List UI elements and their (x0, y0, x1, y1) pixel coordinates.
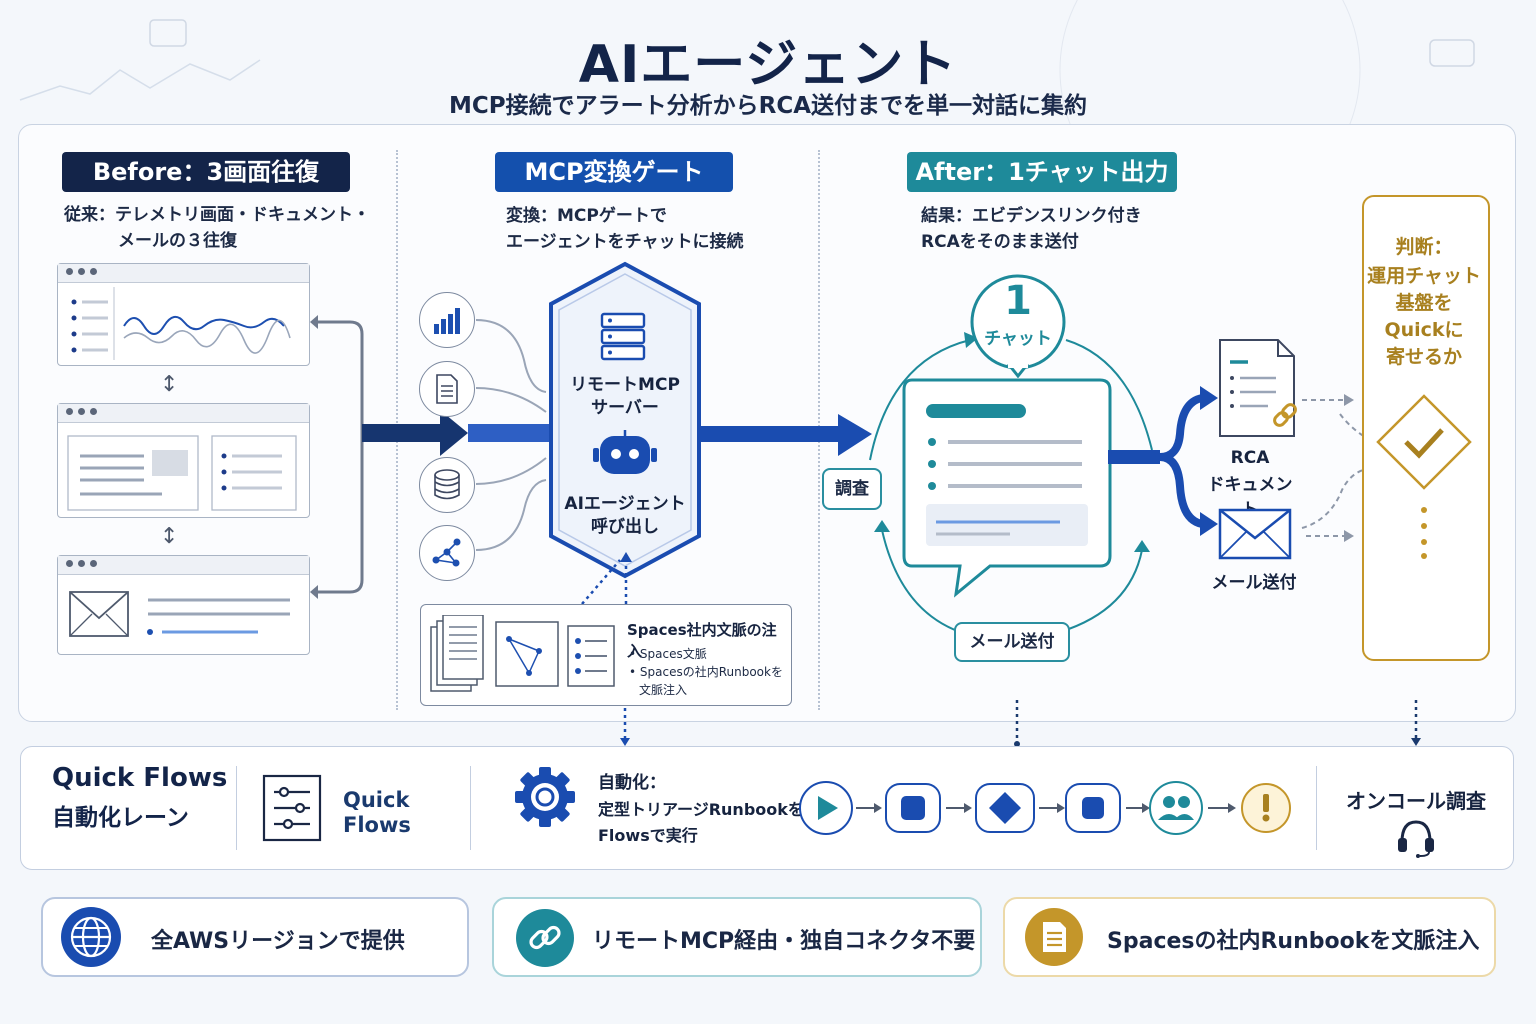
document-icon (1025, 908, 1083, 966)
chat-window (902, 378, 1112, 598)
judgement-line2: 運用チャット (1367, 265, 1481, 287)
chat-count-label: チャット (984, 329, 1052, 349)
server-label-line2: サーバー (591, 398, 659, 418)
judgement-line1: 判断： (1395, 236, 1453, 258)
mail-send-cycle-label: メール送付 (954, 622, 1070, 662)
rca-document-icon (1219, 339, 1297, 437)
quick-flows-label-line1: Quick (343, 788, 410, 812)
headset-icon (1398, 820, 1434, 858)
globe-icon (61, 907, 121, 967)
before-badge: Before：3画面往復 (62, 152, 350, 192)
agent-label-line2: 呼び出し (591, 517, 659, 537)
up-down-arrow-icon: ↕ (160, 372, 179, 397)
automation-line1: 自動化： (598, 773, 666, 793)
database-icon (434, 469, 460, 500)
gate-description-line2: エージェントをチャットに接続 (506, 232, 744, 252)
document-icon (436, 374, 458, 404)
lane-connectors (620, 700, 1421, 747)
after-description-line1: 結果：エビデンスリンク付き (921, 206, 1142, 226)
lane-title-line1: Quick Flows (52, 763, 228, 793)
automation-line3: Flowsで実行 (598, 826, 698, 845)
spaces-item-3: 文脈注入 (639, 683, 688, 697)
feature-card-runbook: Spacesの社内Runbookを文脈注入 (1003, 897, 1496, 977)
feature-card-regions: 全AWSリージョンで提供 (41, 897, 469, 977)
after-description-line2: RCAをそのまま送付 (921, 232, 1079, 252)
page-title: AIエージェント (578, 35, 958, 95)
mail-send-label: メール送付 (1211, 573, 1297, 593)
lane-divider (1316, 766, 1317, 850)
gate-description-line1: 変換：MCPゲートで (506, 206, 667, 226)
agent-label-line1: AIエージェント (564, 494, 686, 514)
investigate-label: 調査 (822, 468, 882, 510)
server-icon (600, 312, 646, 361)
chat-cycle-arcs (869, 332, 1153, 633)
line-chart-icon (71, 287, 291, 360)
list-icon (567, 625, 615, 687)
sliders-icon (262, 774, 322, 842)
context-injection-arrow (581, 552, 632, 605)
spaces-title: Spaces社内文脈の注入 (627, 621, 777, 660)
link-icon (516, 909, 574, 967)
envelope-icon (69, 591, 290, 637)
source-bar-chart (419, 292, 475, 348)
feature-card-mcp: リモートMCP経由・独自コネクタ不要 (492, 897, 982, 977)
mail-window (57, 555, 310, 655)
automation-line2: 定型トリアージRunbookを (598, 800, 804, 819)
telemetry-window (57, 263, 310, 366)
page-subtitle: MCP接続でアラート分析からRCA送付までを単一対話に集約 (448, 93, 1087, 119)
graph-icon (495, 621, 559, 687)
spaces-item-2: • Spacesの社内Runbookを (629, 665, 783, 679)
source-network (419, 525, 475, 581)
feature-label-runbook: Spacesの社内Runbookを文脈注入 (1107, 929, 1480, 954)
document-window (57, 403, 310, 518)
source-connectors (475, 319, 547, 551)
source-database (419, 457, 475, 513)
document-icon (67, 435, 297, 511)
quick-flows-label-line2: Flows (343, 813, 411, 837)
robot-icon (593, 430, 657, 474)
play-icon (818, 796, 838, 820)
flow-steps (799, 781, 1291, 835)
judgement-line4: Quickに (1384, 319, 1464, 341)
gate-to-chat-arrow (700, 414, 872, 456)
gear-icon (515, 767, 575, 827)
feature-label-regions: 全AWSリージョンで提供 (151, 929, 405, 954)
background-decoration (19, 0, 1475, 124)
judgement-line3: 基盤を (1395, 292, 1453, 314)
lane-divider (470, 766, 471, 850)
mail-send-envelope-icon (1218, 508, 1292, 560)
bar-chart-icon (434, 308, 460, 334)
chat-output-split-arrow (1108, 386, 1218, 536)
chat-count-bubble (970, 274, 1066, 378)
source-document (419, 361, 475, 417)
checkmark-diamond-icon (1376, 394, 1472, 559)
feature-label-mcp: リモートMCP経由・独自コネクタ不要 (592, 929, 976, 954)
before-to-gate-connector (310, 315, 550, 599)
spaces-item-1: • Spaces文脈 (629, 647, 707, 661)
chat-count-number: 1 (1004, 278, 1032, 324)
up-down-arrow-icon: ↕ (160, 524, 179, 549)
documents-stack-icon (430, 615, 484, 692)
rca-label-line1: RCA (1230, 448, 1270, 468)
judgement-line5: 寄せるか (1385, 346, 1462, 368)
oncall-label: オンコール調査 (1346, 789, 1486, 813)
server-label-line1: リモートMCP (570, 375, 680, 395)
spaces-context-box: Spaces社内文脈の注入 • Spaces文脈 • Spacesの社内Runb… (420, 604, 792, 706)
gate-badge: MCP変換ゲート (495, 152, 733, 192)
before-description-line1: 従来：テレメトリ画面・ドキュメント・ (64, 205, 370, 225)
lane-title-line2: 自動化レーン (52, 805, 189, 831)
network-icon (432, 538, 461, 567)
after-badge: After：1チャット出力 (907, 152, 1177, 192)
before-description-line2: メールの３往復 (118, 231, 237, 251)
lane-divider (236, 766, 237, 850)
